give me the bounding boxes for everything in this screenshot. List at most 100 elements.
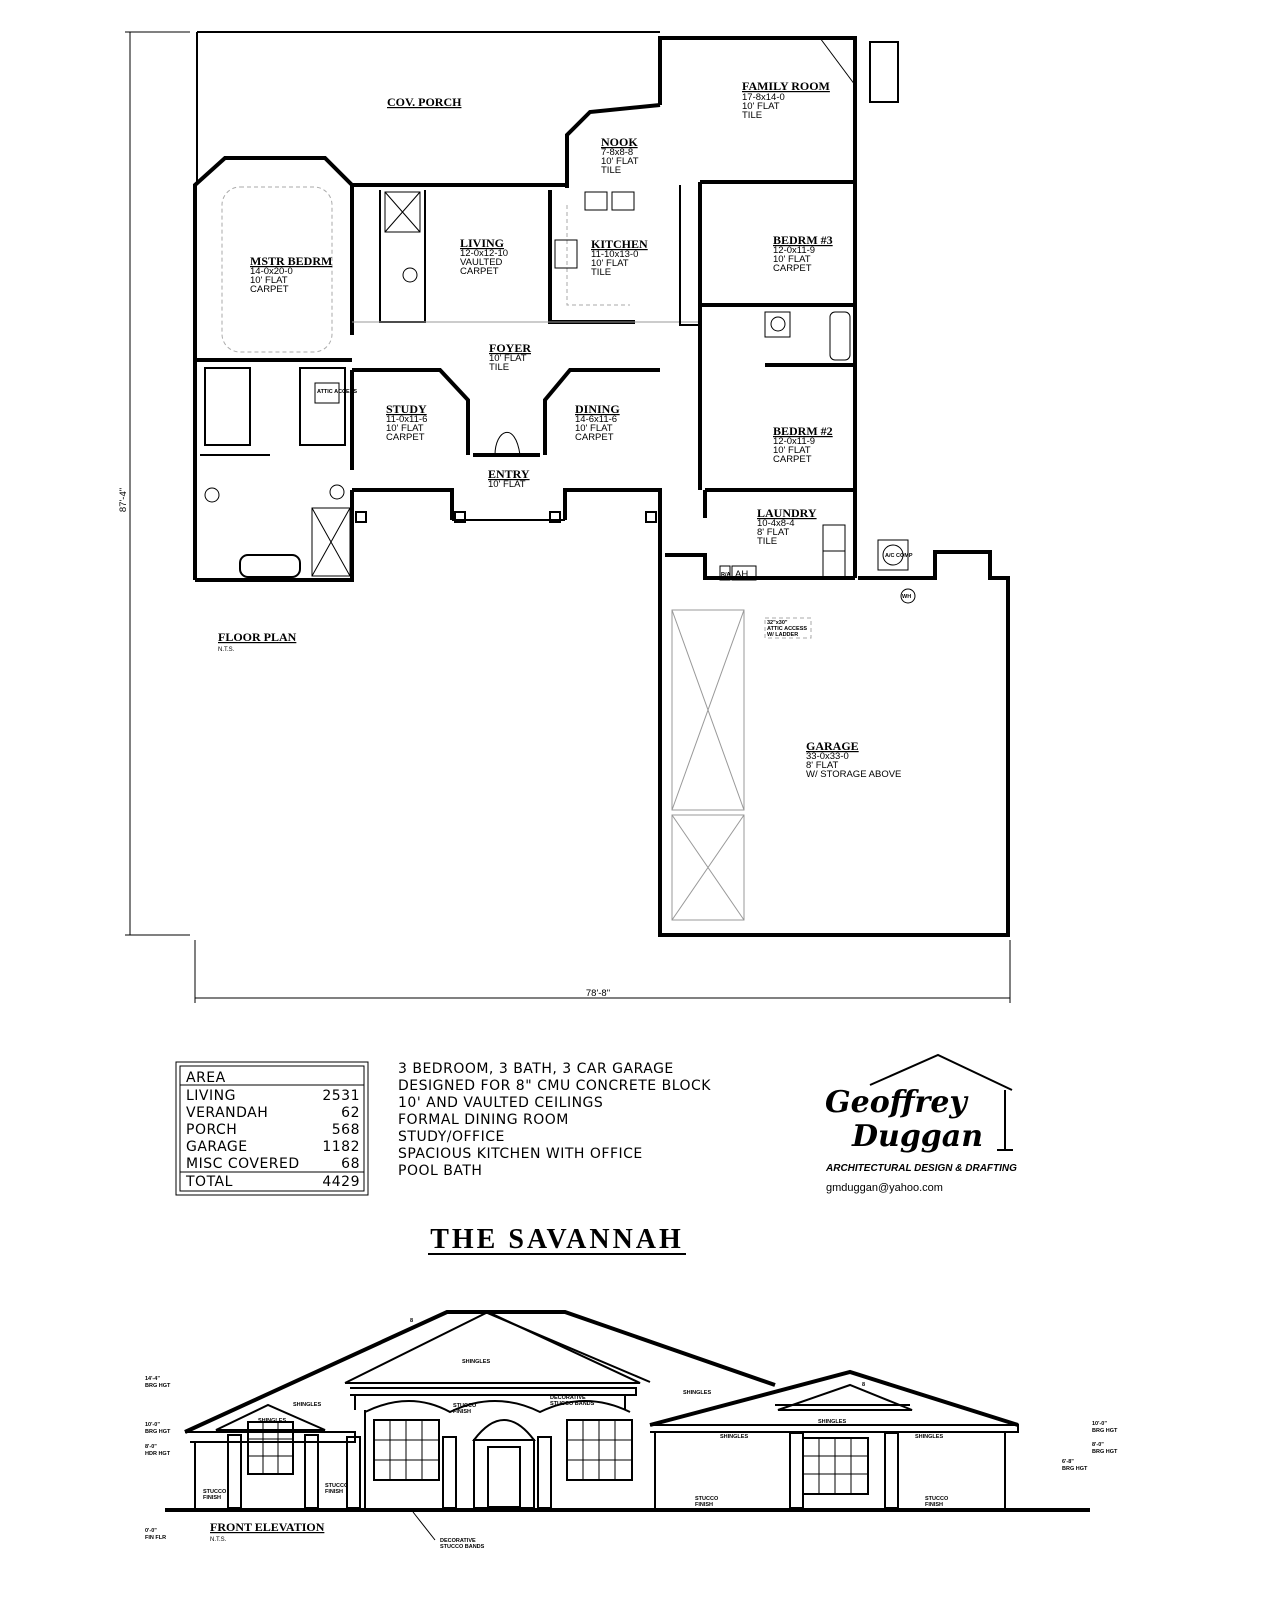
label: BRG HGT [145, 1429, 171, 1435]
label: STUDY [386, 402, 427, 416]
dimension-horizontal: 78'-8" [194, 940, 1011, 1003]
elevation-scale: N.T.S. [210, 1537, 227, 1543]
label: 10'-0" [1092, 1421, 1107, 1427]
label: HDR HGT [145, 1451, 171, 1457]
room-label-nook: NOOK 7-8x8-8 10' FLAT TILE [601, 135, 639, 176]
label: TILE [601, 165, 621, 176]
label: 12-0x11-9 [773, 245, 815, 256]
label: 10' FLAT [601, 156, 639, 167]
label: 10' FLAT [488, 479, 526, 490]
label: 7-8x8-8 [601, 147, 633, 158]
label: MSTR BEDRM [250, 254, 332, 268]
elevation-title: FRONT ELEVATION [210, 1520, 325, 1534]
label: TILE [489, 362, 509, 373]
label: STUCCO [925, 1496, 949, 1502]
floor-plan-title: FLOOR PLAN [218, 630, 297, 644]
level-markers-right: 10'-0"BRG HGT 8'-0"BRG HGT 6'-8"BRG HGT [1062, 1421, 1118, 1472]
label: STUCCO BANDS [550, 1401, 595, 1407]
label: FOYER [489, 341, 531, 355]
label: VAULTED [460, 257, 503, 268]
label: 8'-0" [145, 1444, 157, 1450]
label: Duggan [851, 1119, 983, 1154]
label: 12-0x11-9 [773, 436, 815, 447]
label: W/ LADDER [767, 632, 798, 638]
label: 68 [341, 1156, 360, 1172]
room-label-living: LIVING 12-0x12-10 VAULTED CARPET [460, 236, 508, 277]
label: 10' FLAT [575, 423, 613, 434]
label: LIVING [460, 236, 504, 250]
label: gmduggan@yahoo.com [826, 1182, 943, 1194]
label: NOOK [601, 135, 638, 149]
room-label-family: FAMILY ROOM 17-8x14-0 10' FLAT TILE [742, 79, 830, 121]
study-dining-walls [352, 368, 660, 455]
entry-door[interactable] [494, 432, 521, 456]
label: SHINGLES [258, 1418, 286, 1424]
label: 32"x30" [767, 620, 788, 626]
label: BRG HGT [145, 1383, 171, 1389]
center-gable [344, 1310, 641, 1396]
label: FINISH [203, 1495, 221, 1501]
label: 10' FLAT [742, 101, 780, 112]
window [247, 1421, 294, 1475]
label: POOL BATH [398, 1163, 482, 1179]
room-label-garage: GARAGE 33-0x33-0 8' FLAT W/ STORAGE ABOV… [806, 739, 901, 780]
window [373, 1419, 440, 1481]
nook-wall [565, 103, 661, 188]
label: DECORATIVE [440, 1538, 476, 1544]
porch-outline [196, 31, 660, 185]
cooktop [554, 239, 578, 269]
floor-plan-scale: N.T.S. [218, 647, 235, 653]
label: ENTRY [488, 467, 530, 481]
label: GARAGE [186, 1139, 248, 1155]
label: CARPET [386, 432, 425, 443]
label: 3 BEDROOM, 3 BATH, 3 CAR GARAGE [398, 1061, 674, 1077]
room-label-master: MSTR BEDRM 14-0x20-0 10' FLAT CARPET [250, 254, 332, 295]
dimension-vertical: 87'-4" [118, 31, 190, 936]
label: 0'-0" [145, 1528, 157, 1534]
label: 12-0x12-10 [460, 248, 508, 259]
label: SPACIOUS KITCHEN WITH OFFICE [398, 1146, 643, 1162]
room-label-foyer: FOYER 10' FLAT TILE [489, 341, 531, 373]
label: W/ STORAGE ABOVE [806, 769, 901, 780]
label: COV. PORCH [387, 95, 462, 109]
label: R/A [721, 572, 731, 578]
label: 87'-4" [118, 488, 129, 512]
label: 62 [341, 1105, 360, 1121]
label: STUCCO BANDS [440, 1544, 485, 1550]
label: ATTIC ACCESS [317, 389, 357, 395]
label: CARPET [773, 454, 812, 465]
label: 2531 [322, 1088, 360, 1104]
label: LIVING [186, 1088, 236, 1104]
label: 10' FLAT [489, 353, 527, 364]
window [802, 1437, 869, 1495]
laundry-wall [665, 490, 855, 580]
label: CARPET [575, 432, 614, 443]
label: AH [735, 569, 748, 580]
label: 10'-0" [145, 1422, 160, 1428]
room-label-dining: DINING 14-6x11-6 10' FLAT CARPET [575, 402, 620, 443]
label: 8' FLAT [757, 527, 789, 538]
label: STUCCO [453, 1403, 477, 1409]
outdoor-fixture [869, 41, 899, 103]
label: Geoffrey [825, 1085, 969, 1120]
label: STUCCO [325, 1483, 349, 1489]
label: FINISH [925, 1502, 943, 1508]
level-markers-left: 14'-4"BRG HGT 10'-0"BRG HGT 8'-0"HDR HGT… [145, 1376, 171, 1541]
label: 14'-4" [145, 1376, 160, 1382]
label: LAUNDRY [757, 506, 817, 520]
label: 11-10x13-0 [591, 249, 638, 260]
front-door [471, 1419, 537, 1509]
bedroom-walls [698, 180, 855, 492]
label: DINING [575, 402, 620, 416]
room-label-bedroom-3: BEDRM #3 12-0x11-9 10' FLAT CARPET [773, 233, 833, 274]
label: TILE [757, 536, 777, 547]
label: BRG HGT [1062, 1466, 1088, 1472]
label: A/C COMP [885, 553, 913, 559]
label: FINISH [325, 1489, 343, 1495]
label: ARCHITECTURAL DESIGN & DRAFTING [825, 1163, 1017, 1174]
label: WH [902, 594, 911, 600]
attic-access [314, 382, 340, 404]
feature-list: 3 BEDROOM, 3 BATH, 3 CAR GARAGE DESIGNED… [398, 1061, 711, 1179]
